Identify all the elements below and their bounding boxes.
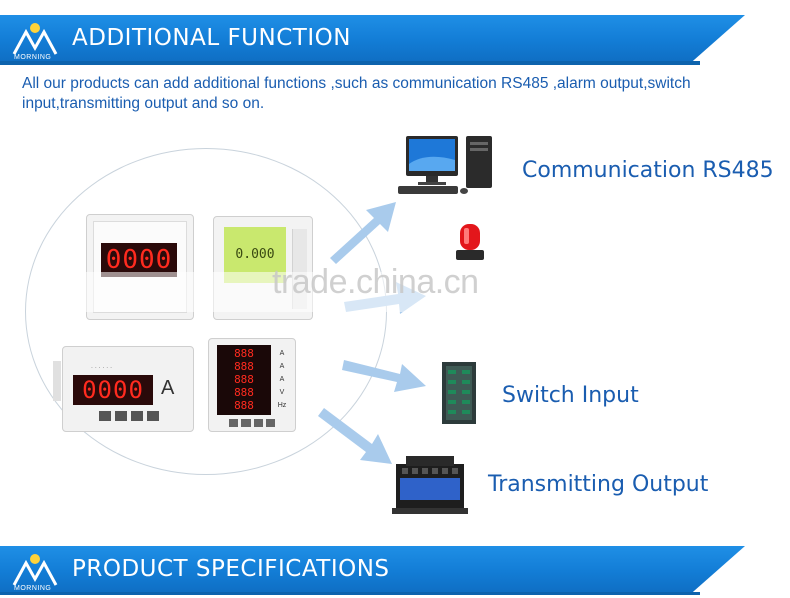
led-row: 888 — [234, 399, 254, 412]
logo-text: MORNING — [14, 585, 52, 592]
computer-icon — [398, 136, 492, 194]
banner-stripe — [0, 592, 700, 595]
morning-logo-icon — [12, 23, 58, 55]
unit-label: A — [279, 363, 285, 370]
function-label-transmitting-output: Transmitting Output — [488, 472, 709, 497]
meter-key — [147, 411, 159, 421]
switch-module-icon — [442, 362, 476, 424]
unit-label: A — [279, 376, 285, 383]
meter-key — [229, 419, 239, 427]
meter-key — [241, 419, 251, 427]
transmitter-icon — [392, 456, 468, 514]
function-label-rs485: Communication RS485 — [522, 158, 774, 183]
banner-stripe — [0, 61, 700, 65]
intro-text: All our products can add additional func… — [22, 75, 691, 112]
unit-label: Hz — [277, 402, 287, 409]
unit-label: V — [279, 389, 285, 396]
product-specifications-banner: MORNING PRODUCT SPECIFICATIONS — [0, 546, 790, 598]
unit-label: A — [279, 350, 285, 357]
banner-band — [0, 15, 745, 61]
banner-band — [0, 546, 745, 592]
arrow-to-transmitter — [318, 408, 392, 464]
led-display: 0000 — [73, 375, 153, 405]
meter-key — [99, 411, 111, 421]
led-display: 0000 — [101, 243, 177, 277]
led-row: 888 — [234, 347, 254, 360]
led-row: 888 — [234, 360, 254, 373]
section-title: ADDITIONAL FUNCTION — [72, 25, 351, 51]
arrow-to-rs485 — [330, 202, 396, 264]
meter-key — [131, 411, 143, 421]
meter-key — [115, 411, 127, 421]
meter-key — [265, 419, 275, 427]
meter-key — [253, 419, 263, 427]
led-row: 888 — [234, 373, 254, 386]
watermark: trade.china.cn — [272, 263, 479, 301]
section-title: PRODUCT SPECIFICATIONS — [72, 556, 390, 582]
unit-label: A — [161, 377, 175, 399]
morning-logo-icon — [12, 554, 58, 586]
led-row: 888 — [234, 386, 254, 399]
additional-function-banner: MORNING ADDITIONAL FUNCTION — [0, 15, 790, 67]
function-label-switch-input: Switch Input — [502, 383, 639, 408]
logo-text: MORNING — [14, 54, 52, 61]
panel-meter-3: · · · · · · 0000 A — [53, 346, 194, 432]
alarm-light-icon — [456, 224, 484, 260]
watermark-haze — [80, 272, 550, 312]
arrow-to-switch-input — [342, 360, 426, 392]
